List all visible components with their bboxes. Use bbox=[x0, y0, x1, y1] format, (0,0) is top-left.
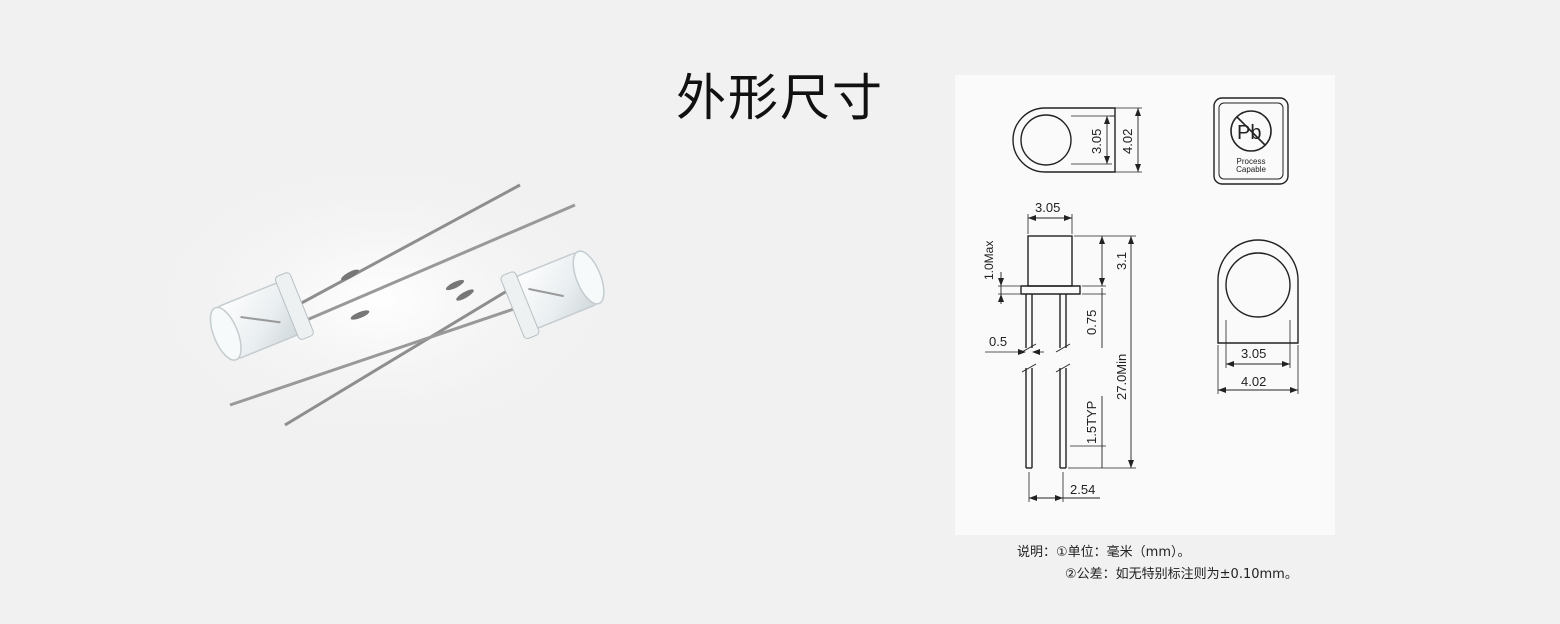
dim-bottom-inner: 3.05 bbox=[1241, 346, 1266, 361]
dim-top-outer: 4.02 bbox=[1120, 129, 1135, 154]
note-tolerance: ②公差：如无特别标注则为±0.10mm。 bbox=[1065, 567, 1298, 582]
badge-line1: Process bbox=[1237, 157, 1266, 166]
dim-body-width: 3.05 bbox=[1035, 200, 1060, 215]
page-title: 外形尺寸 bbox=[676, 69, 884, 127]
side-view bbox=[1020, 235, 1081, 469]
badge-symbol: Pb bbox=[1237, 122, 1261, 144]
dim-lead-width: 0.5 bbox=[989, 334, 1007, 349]
dim-bottom-outer: 4.02 bbox=[1241, 374, 1266, 389]
badge-line2: Capable bbox=[1236, 165, 1266, 174]
dim-lead-length: 27.0Min bbox=[1114, 354, 1129, 400]
dim-body-height: 3.1 bbox=[1114, 252, 1129, 270]
pb-badge bbox=[1213, 97, 1289, 185]
top-view bbox=[1012, 107, 1116, 173]
bottom-view bbox=[1217, 239, 1299, 344]
note-units: 说明：①单位：毫米（mm）。 bbox=[1017, 545, 1191, 560]
drawing-notes: 说明：①单位：毫米（mm）。 ②公差：如无特别标注则为±0.10mm。 bbox=[1017, 542, 1298, 586]
dim-pitch: 2.54 bbox=[1070, 482, 1095, 497]
dim-flange-offset: 0.75 bbox=[1084, 310, 1099, 335]
dim-flange-max: 1.0Max bbox=[982, 241, 996, 280]
dim-typ: 1.5TYP bbox=[1084, 401, 1099, 444]
led-product-photo bbox=[130, 150, 630, 450]
dimension-drawing-panel bbox=[955, 75, 1335, 535]
dim-top-inner: 3.05 bbox=[1089, 129, 1104, 154]
